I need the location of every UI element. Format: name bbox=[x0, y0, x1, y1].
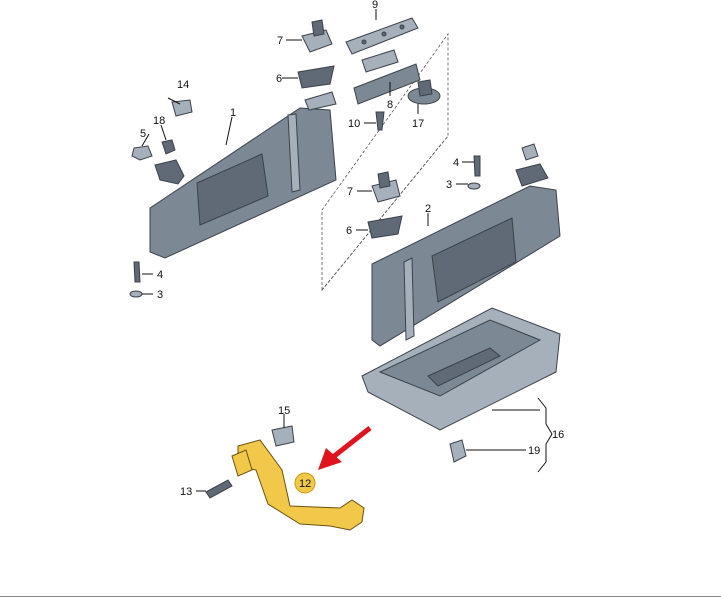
label-12: 12 bbox=[299, 478, 311, 490]
label-3-left: 3 bbox=[157, 289, 163, 301]
grab-handle-12 bbox=[231, 439, 365, 531]
bottom-divider bbox=[0, 596, 721, 597]
label-6-lower: 6 bbox=[346, 225, 352, 237]
label-14: 14 bbox=[177, 79, 189, 91]
label-5: 5 bbox=[140, 128, 146, 140]
label-19: 19 bbox=[528, 445, 540, 457]
label-13: 13 bbox=[180, 486, 192, 498]
label-3-right: 3 bbox=[446, 179, 452, 191]
label-16: 16 bbox=[552, 429, 564, 441]
screw-left bbox=[129, 261, 143, 298]
clip-cover-upper bbox=[297, 65, 335, 89]
label-8: 8 bbox=[387, 99, 393, 111]
label-18: 18 bbox=[153, 115, 165, 127]
label-4-right: 4 bbox=[453, 157, 459, 169]
cover-19 bbox=[449, 439, 467, 463]
visor-mount-right bbox=[515, 143, 549, 187]
sun-visor-right bbox=[371, 185, 561, 347]
label-2: 2 bbox=[425, 203, 431, 215]
lamp-17 bbox=[407, 79, 441, 105]
headliner-console-16 bbox=[361, 307, 561, 431]
label-7-upper: 7 bbox=[277, 35, 283, 47]
pointer-arrow bbox=[331, 426, 372, 459]
label-9: 9 bbox=[372, 0, 378, 11]
clip-15 bbox=[271, 425, 295, 447]
group-frame-line bbox=[321, 135, 449, 291]
clip-cover-lower bbox=[367, 215, 403, 239]
screw-10 bbox=[375, 111, 385, 131]
label-15: 15 bbox=[278, 405, 290, 417]
group-frame bbox=[321, 32, 449, 292]
label-6-upper: 6 bbox=[276, 73, 282, 85]
label-7-lower: 7 bbox=[347, 186, 353, 198]
mirror-frame-9 bbox=[345, 17, 419, 55]
label-1: 1 bbox=[230, 107, 236, 119]
screw-13 bbox=[205, 479, 233, 499]
label-17: 17 bbox=[412, 118, 424, 130]
visor-mount-left bbox=[131, 99, 193, 185]
label-4-left: 4 bbox=[157, 269, 163, 281]
screw-right bbox=[467, 155, 481, 190]
label-10: 10 bbox=[348, 118, 360, 130]
callout-badge-12 bbox=[294, 472, 316, 494]
mirror-8 bbox=[353, 49, 421, 105]
sun-visor-left bbox=[149, 91, 337, 259]
clip-holder-lower bbox=[371, 171, 401, 203]
clip-holder-upper bbox=[301, 19, 333, 53]
pointer-arrowhead bbox=[318, 448, 342, 470]
